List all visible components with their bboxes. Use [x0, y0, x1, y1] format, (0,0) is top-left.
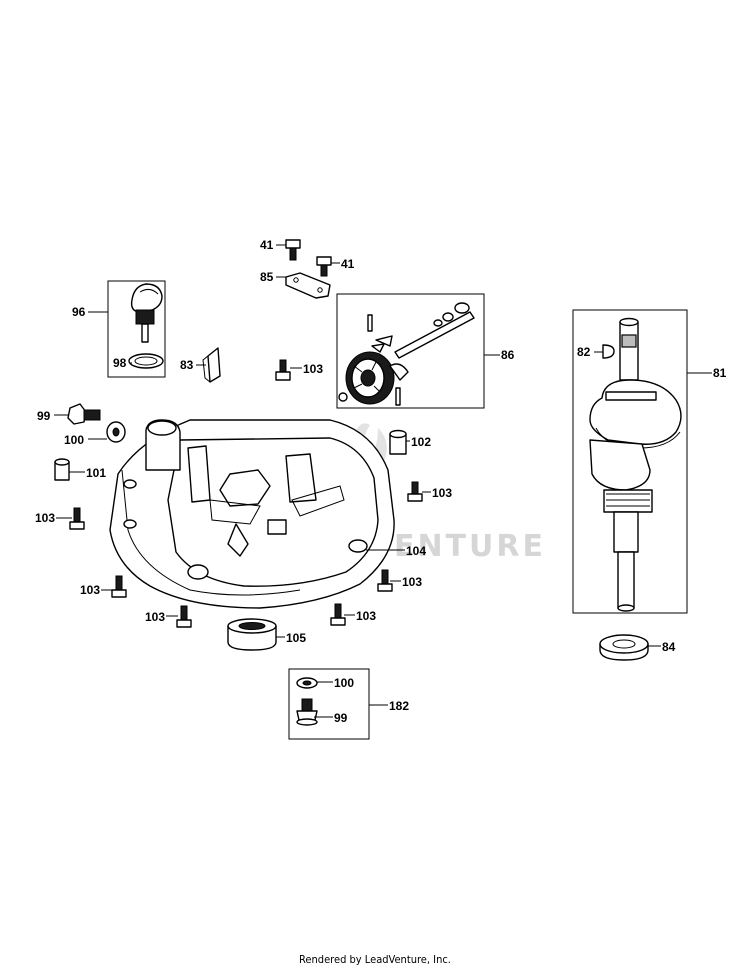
callout-103[interactable]: 103 [303, 362, 323, 376]
callout-103[interactable]: 103 [356, 609, 376, 623]
callout-96[interactable]: 96 [72, 305, 86, 319]
callout-99[interactable]: 99 [334, 711, 348, 725]
callout-105[interactable]: 105 [286, 631, 306, 645]
callout-98[interactable]: 98 [113, 356, 127, 370]
callout-103[interactable]: 103 [145, 610, 165, 624]
part-99-bolt[interactable] [296, 698, 318, 726]
part-82-key[interactable] [602, 344, 615, 359]
part-85-bracket[interactable] [285, 272, 331, 299]
part-99-bolt[interactable] [67, 403, 101, 425]
part-102-dowel[interactable] [389, 429, 407, 455]
part-103-bolt[interactable] [69, 507, 85, 530]
part-41-bolt-lower[interactable] [316, 256, 332, 277]
callout-86[interactable]: 86 [501, 348, 515, 362]
callout-81[interactable]: 81 [713, 366, 727, 380]
part-83-clip[interactable] [202, 347, 221, 383]
part-84-thrust-washer[interactable] [599, 634, 649, 661]
callout-84[interactable]: 84 [662, 640, 676, 654]
kit-81-box [572, 309, 688, 614]
kit-182-box [288, 668, 370, 740]
part-103-bolt[interactable] [275, 359, 291, 381]
part-103-bolt[interactable] [176, 605, 192, 628]
part-103-bolt[interactable] [407, 481, 423, 502]
part-105-oil-seal[interactable] [227, 618, 277, 651]
callout-41[interactable]: 41 [341, 257, 355, 271]
callout-182[interactable]: 182 [389, 699, 409, 713]
part-103-bolt[interactable] [330, 603, 346, 626]
governor-gear [345, 351, 395, 405]
callout-103[interactable]: 103 [80, 583, 100, 597]
footer-credit: Rendered by LeadVenture, Inc. [299, 953, 451, 966]
callout-85[interactable]: 85 [260, 270, 274, 284]
part-86-governor-assembly[interactable] [338, 302, 475, 406]
part-101-dowel[interactable] [54, 458, 70, 481]
part-96-dipstick-cap[interactable] [130, 283, 163, 343]
kit-86-box [336, 293, 485, 409]
callout-102[interactable]: 102 [411, 435, 431, 449]
part-104-crankcase-cover[interactable] [109, 419, 395, 609]
kit-96-box [107, 280, 166, 378]
callout-103[interactable]: 103 [402, 575, 422, 589]
callout-41[interactable]: 41 [260, 238, 274, 252]
callout-103[interactable]: 103 [35, 511, 55, 525]
part-103-bolt[interactable] [377, 569, 393, 592]
callout-82[interactable]: 82 [577, 345, 591, 359]
callout-100[interactable]: 100 [334, 676, 354, 690]
part-100-washer[interactable] [296, 677, 318, 689]
part-41-bolt-upper[interactable] [285, 239, 301, 261]
part-81-crankshaft[interactable] [589, 317, 682, 612]
part-98-o-ring[interactable] [128, 353, 164, 369]
callout-99[interactable]: 99 [37, 409, 51, 423]
part-103-bolt[interactable] [111, 575, 127, 598]
callout-103[interactable]: 103 [432, 486, 452, 500]
callout-104[interactable]: 104 [406, 544, 426, 558]
callout-100[interactable]: 100 [64, 433, 84, 447]
callout-101[interactable]: 101 [86, 466, 106, 480]
callout-83[interactable]: 83 [180, 358, 194, 372]
part-100-washer[interactable] [106, 421, 126, 443]
